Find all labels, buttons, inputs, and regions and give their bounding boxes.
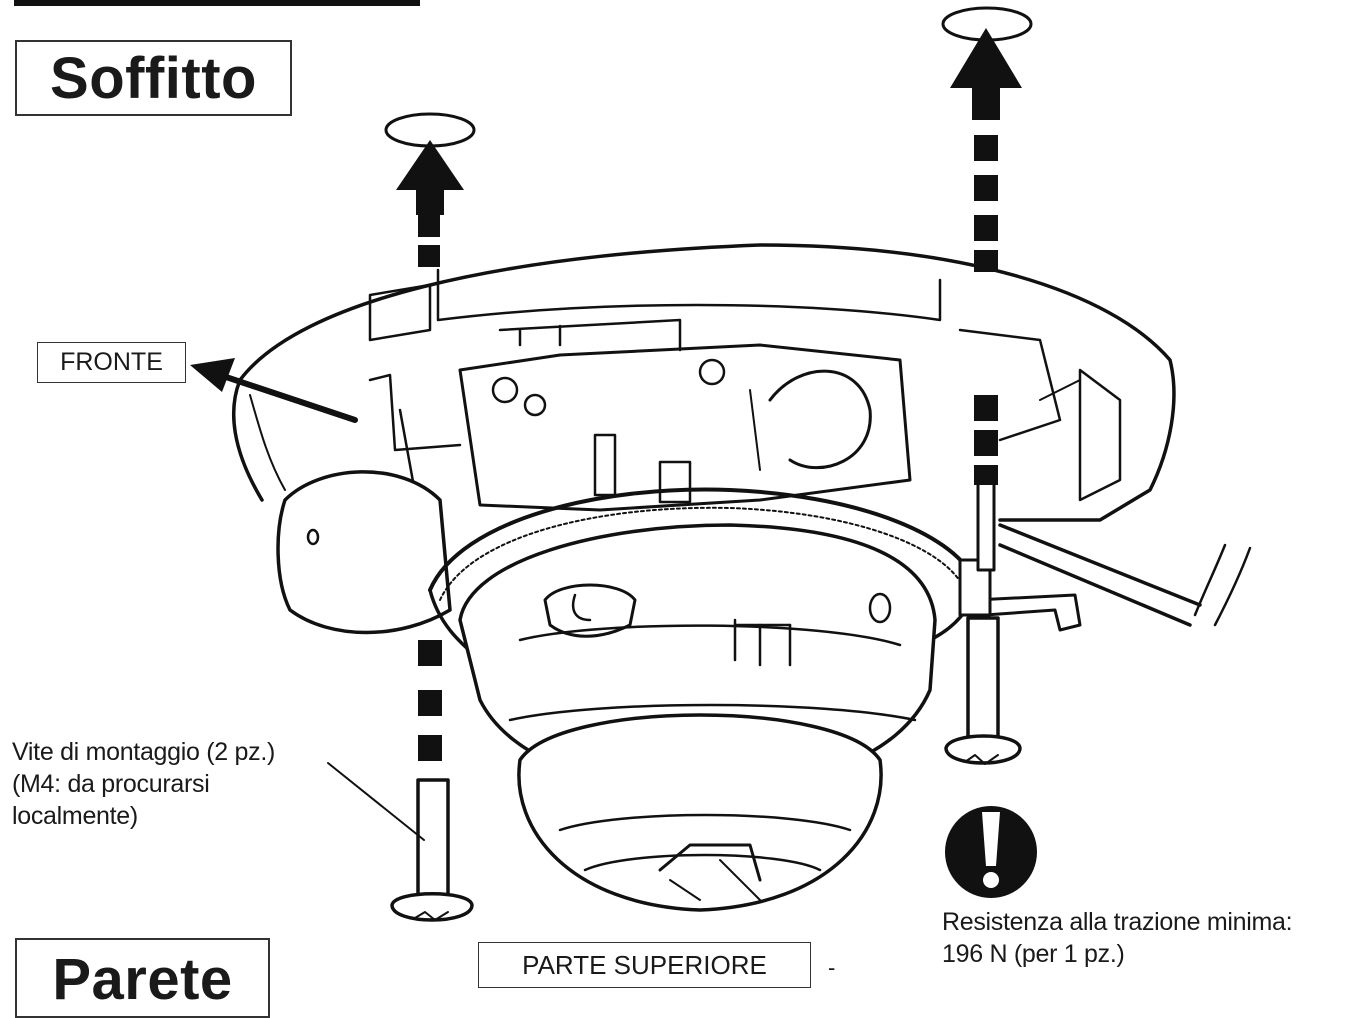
front-arrow (190, 358, 358, 423)
side-cover (276, 470, 452, 635)
guide-lines (418, 135, 998, 761)
screw-note-line: Vite di montaggio (2 pz.) (12, 738, 276, 766)
screw-note-line: (M4: da procurarsi (12, 770, 210, 798)
dome-housing (458, 523, 937, 792)
ceiling-heading: Soffitto (15, 40, 292, 116)
screw-note: Vite di montaggio (2 pz.) (M4: da procur… (12, 736, 275, 832)
arrow-up-icon (950, 28, 1022, 120)
inner-housing (368, 318, 912, 522)
front-label: FRONTE (37, 342, 186, 383)
strength-note-line: Resistenza alla trazione minima: (942, 908, 1293, 936)
cable (998, 523, 1252, 627)
screw-icon (944, 616, 1022, 765)
top-label: PARTE SUPERIORE (478, 942, 811, 988)
right-clip (958, 478, 1082, 632)
header-rule (14, 0, 420, 6)
strength-note: Resistenza alla trazione minima: 196 N (… (942, 906, 1293, 970)
rotation-circle-icon (384, 112, 476, 148)
lens-dome (517, 713, 883, 912)
strength-note-line: 196 N (per 1 pz.) (942, 940, 1125, 968)
exclamation-circle-icon (945, 806, 1037, 898)
rotation-circle-icon (941, 6, 1033, 42)
screw-note-line: localmente) (12, 802, 138, 830)
leader-line (327, 762, 425, 841)
dash-mark: - (828, 955, 836, 980)
screw-icon (390, 778, 474, 922)
wall-heading: Parete (15, 938, 270, 1018)
arrow-up-icon (396, 140, 464, 215)
